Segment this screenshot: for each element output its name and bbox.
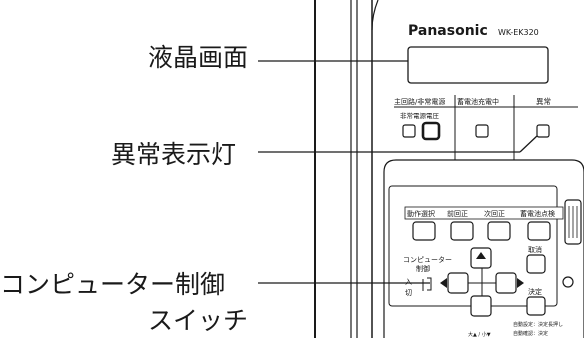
cancel-label: 取消 (528, 245, 542, 254)
panel-outline (371, 0, 379, 31)
toggle-switch-bracket (427, 277, 432, 291)
left-button (447, 272, 469, 294)
function-label-2: 前回正 (447, 209, 468, 218)
bottom-note-3: 大▲ / 小▼ (468, 331, 491, 338)
control-section-outline (383, 159, 584, 338)
switch-off-label: 切 (405, 289, 412, 297)
brand-logo: Panasonic (408, 23, 488, 39)
model-number: WK-EK320 (498, 28, 539, 37)
right-button (495, 272, 517, 294)
indicator-header-1: 主回路/非常電源 (394, 97, 445, 106)
function-label-1: 動作選択 (407, 209, 435, 218)
operation-select-button (412, 221, 436, 241)
indicator-header-2: 蓄電池充電中 (457, 97, 499, 106)
previous-button (450, 221, 474, 241)
leader-line-lamp-diag (519, 134, 539, 153)
battery-check-button (527, 221, 551, 241)
lamp-emergency-voltage (421, 121, 441, 141)
up-arrow-icon (476, 252, 486, 259)
lamp-abnormal (536, 124, 550, 138)
screw-icon (562, 276, 574, 288)
indicator-header-3: 異常 (536, 97, 551, 106)
lamp-main-circuit (402, 124, 416, 138)
bottom-note-2: 自動確認：決定 (513, 330, 548, 337)
indicator-sublabel-1: 非常電源電圧 (400, 111, 440, 120)
cancel-button (526, 254, 546, 274)
switch-label-line2: 制御 (416, 264, 430, 273)
callout-abnormal-lamp: 異常表示灯 (111, 140, 237, 169)
confirm-button (526, 296, 546, 316)
bottom-note-1: 自動設定：決定長押し (513, 321, 563, 328)
callout-computer-switch-line1: コンピューター制御 (0, 270, 226, 299)
function-header-band (404, 206, 564, 220)
callout-computer-switch-line2: スイッチ (148, 306, 249, 335)
function-label-3: 次回正 (484, 209, 505, 218)
switch-label-line1: コンピューター (403, 255, 452, 264)
confirm-label: 決定 (528, 287, 542, 296)
switch-on-label: 入 (405, 278, 412, 286)
right-arrow-icon (517, 278, 524, 288)
function-label-4: 蓄電池点検 (520, 209, 555, 218)
lamp-battery-charging (475, 124, 489, 138)
next-button (487, 221, 511, 241)
callout-lcd-screen: 液晶画面 (148, 43, 249, 72)
lcd-screen (407, 46, 549, 84)
left-arrow-icon (440, 278, 447, 288)
down-button (470, 295, 492, 317)
